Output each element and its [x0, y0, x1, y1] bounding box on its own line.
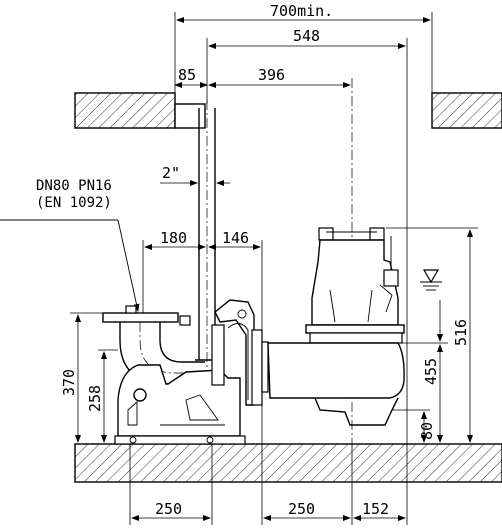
dim-bottom-left-text: 250	[155, 500, 182, 518]
dimension-height-outlet: 455	[268, 300, 448, 443]
dimension-bottom: 250 250 152	[129, 444, 408, 525]
dim-top-overall-text: 700min.	[270, 2, 333, 20]
dimension-height-inlet: 258	[86, 349, 118, 443]
dim-top-secondary-text: 548	[293, 27, 320, 45]
flange-label-line2: (EN 1092)	[36, 195, 112, 211]
dim-left-offset-text: 85	[178, 66, 196, 84]
dimension-top-overall: 700min.	[174, 2, 433, 128]
dim-pipe-size-text: 2"	[162, 164, 180, 182]
dimension-height-flange: 370	[60, 312, 103, 443]
discharge-flange	[102, 305, 191, 326]
coupling-foot	[114, 364, 246, 445]
dimension-height-total: 516	[386, 227, 478, 443]
dim-bottom-mid-text: 250	[288, 500, 315, 518]
pump-body	[267, 227, 405, 426]
dim-flange-right-text: 146	[222, 229, 249, 247]
flange-label-line1: DN80 PN16	[36, 178, 112, 194]
dim-height-inlet-text: 258	[86, 385, 104, 412]
dimension-top-secondary: 548	[206, 27, 408, 444]
flange-label: DN80 PN16 (EN 1092)	[0, 178, 140, 312]
dim-height-total-text: 516	[452, 319, 470, 346]
dim-height-outlet-text: 455	[422, 358, 440, 385]
water-level-icon	[420, 269, 442, 291]
dim-height-base-text: 80	[418, 422, 436, 440]
ceiling-slab-right	[431, 92, 502, 129]
ceiling-slab-left	[74, 92, 176, 129]
dimension-height-base: 80	[392, 409, 436, 443]
dimension-pipe-size: 2"	[160, 164, 230, 186]
vertical-discharge-pipe	[174, 100, 219, 375]
floor-slab	[74, 443, 502, 483]
dim-height-flange-text: 370	[60, 369, 78, 396]
dim-pump-offset-text: 396	[258, 66, 285, 84]
dim-flange-left-text: 180	[160, 229, 187, 247]
dim-bottom-right-text: 152	[362, 500, 389, 518]
dimension-left-offset: 85	[174, 66, 208, 88]
guide-bracket	[211, 299, 269, 406]
